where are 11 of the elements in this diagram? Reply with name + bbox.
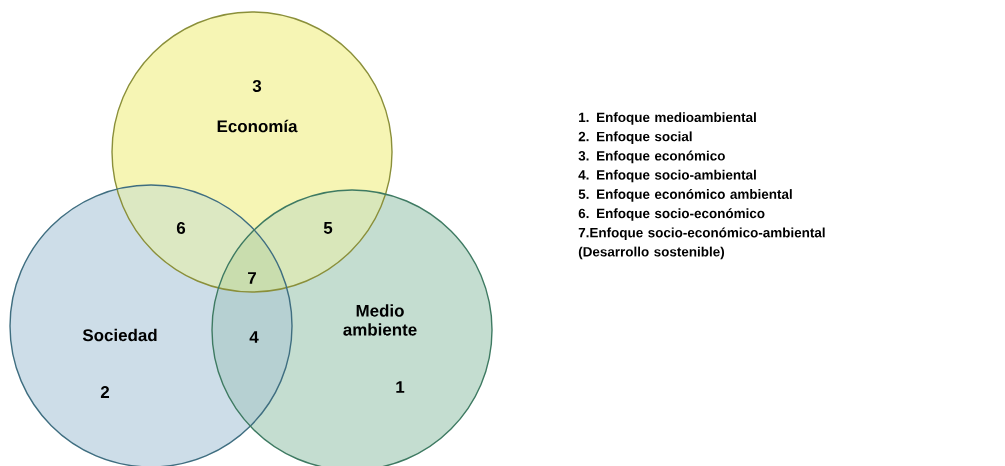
region-number: 6 bbox=[176, 222, 186, 234]
list-item: 7.Enfoque socio-económico-ambiental (Desarrollo sostenible) bbox=[578, 227, 825, 260]
region-number: 4 bbox=[249, 331, 259, 343]
region-number: 5 bbox=[323, 222, 333, 234]
list-item: 3. Enfoque económico bbox=[578, 150, 725, 164]
list-item: 1. Enfoque medioambiental bbox=[579, 112, 756, 125]
list-item: 5. Enfoque económico ambiental bbox=[578, 189, 792, 202]
region-number: 7 bbox=[248, 272, 256, 284]
list-item: 6. Enfoque socio-económico bbox=[578, 208, 765, 221]
list-item: 4. Enfoque socio-ambiental bbox=[578, 169, 756, 183]
list-item: 2. Enfoque social bbox=[578, 131, 692, 144]
